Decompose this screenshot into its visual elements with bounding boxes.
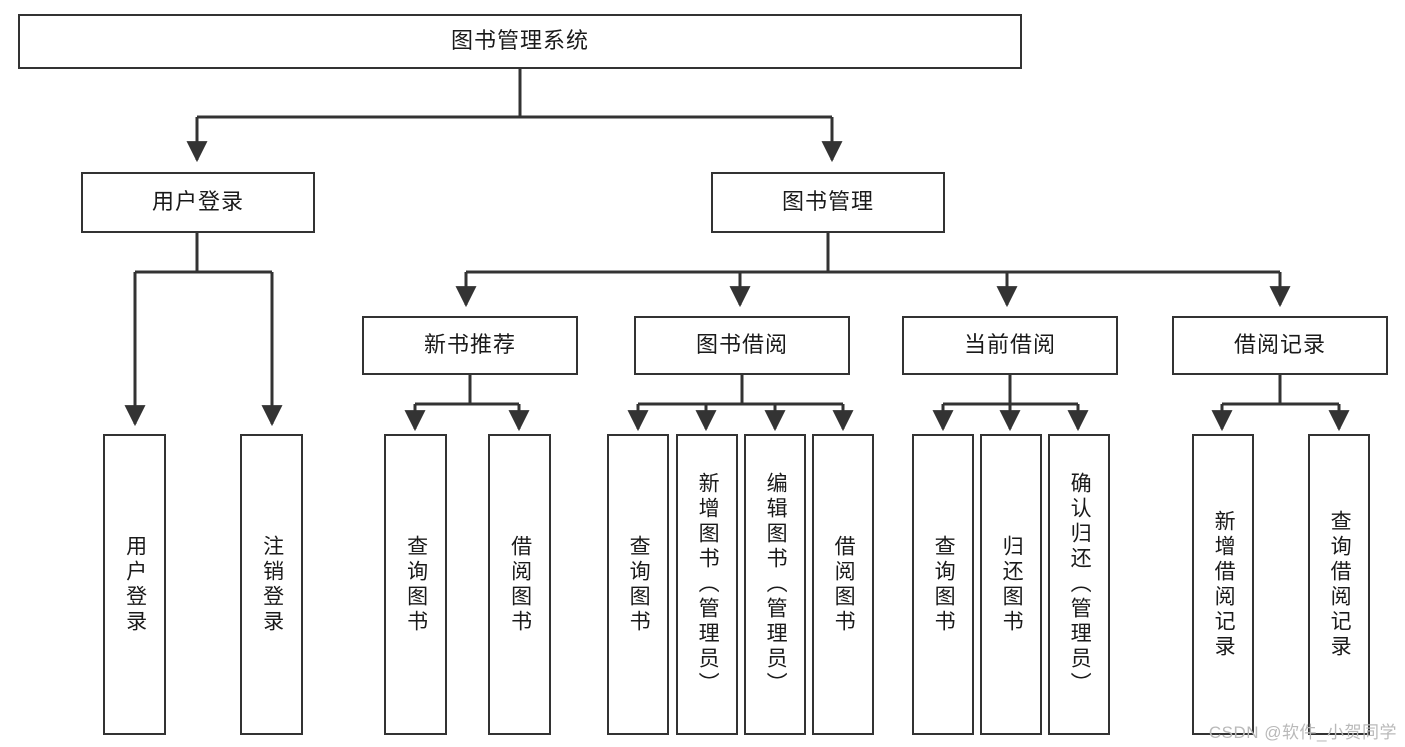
node-current-borrow[interactable]: 当前借阅 bbox=[902, 316, 1118, 375]
node-book-borrow-label: 图书借阅 bbox=[695, 332, 788, 358]
leaf-borrow-edit-book-label: 编辑图书（管理员） bbox=[764, 472, 788, 697]
leaf-newbook-borrow-book-label: 借阅图书 bbox=[508, 534, 532, 635]
leaf-borrow-query-book[interactable]: 查询图书 bbox=[607, 434, 669, 735]
leaf-records-add-record-label: 新增借阅记录 bbox=[1212, 509, 1236, 660]
leaf-user-login[interactable]: 用户登录 bbox=[103, 434, 166, 735]
leaf-user-login-label: 用户登录 bbox=[123, 534, 147, 635]
leaf-current-query-book[interactable]: 查询图书 bbox=[912, 434, 974, 735]
leaf-current-confirm-return-label: 确认归还（管理员） bbox=[1068, 472, 1092, 697]
node-root[interactable]: 图书管理系统 bbox=[18, 14, 1022, 69]
watermark: CSDN @软件_小贺同学 bbox=[1208, 723, 1397, 742]
leaf-current-query-book-label: 查询图书 bbox=[932, 534, 956, 635]
leaf-records-query-record-label: 查询借阅记录 bbox=[1328, 509, 1352, 660]
node-new-book-recommend[interactable]: 新书推荐 bbox=[362, 316, 578, 375]
leaf-borrow-add-book[interactable]: 新增图书（管理员） bbox=[676, 434, 738, 735]
node-user-login[interactable]: 用户登录 bbox=[81, 172, 315, 233]
leaf-records-add-record[interactable]: 新增借阅记录 bbox=[1192, 434, 1254, 735]
leaf-current-confirm-return[interactable]: 确认归还（管理员） bbox=[1048, 434, 1110, 735]
leaf-borrow-add-book-label: 新增图书（管理员） bbox=[696, 472, 720, 697]
leaf-user-logout[interactable]: 注销登录 bbox=[240, 434, 303, 735]
node-borrow-records-label: 借阅记录 bbox=[1233, 332, 1326, 358]
leaf-current-return-book-label: 归还图书 bbox=[1000, 534, 1024, 635]
leaf-borrow-edit-book[interactable]: 编辑图书（管理员） bbox=[744, 434, 806, 735]
leaf-borrow-query-book-label: 查询图书 bbox=[627, 534, 651, 635]
node-book-borrow[interactable]: 图书借阅 bbox=[634, 316, 850, 375]
node-root-label: 图书管理系统 bbox=[450, 28, 589, 54]
node-book-management-label: 图书管理 bbox=[781, 189, 874, 215]
leaf-borrow-borrow-book-label: 借阅图书 bbox=[832, 534, 856, 635]
leaf-user-logout-label: 注销登录 bbox=[260, 534, 284, 635]
node-user-login-label: 用户登录 bbox=[151, 189, 244, 215]
leaf-newbook-query-book[interactable]: 查询图书 bbox=[384, 434, 447, 735]
node-current-borrow-label: 当前借阅 bbox=[963, 332, 1056, 358]
node-new-book-recommend-label: 新书推荐 bbox=[423, 332, 516, 358]
leaf-records-query-record[interactable]: 查询借阅记录 bbox=[1308, 434, 1370, 735]
leaf-newbook-query-book-label: 查询图书 bbox=[404, 534, 428, 635]
leaf-current-return-book[interactable]: 归还图书 bbox=[980, 434, 1042, 735]
leaf-newbook-borrow-book[interactable]: 借阅图书 bbox=[488, 434, 551, 735]
node-borrow-records[interactable]: 借阅记录 bbox=[1172, 316, 1388, 375]
leaf-borrow-borrow-book[interactable]: 借阅图书 bbox=[812, 434, 874, 735]
node-book-management[interactable]: 图书管理 bbox=[711, 172, 945, 233]
